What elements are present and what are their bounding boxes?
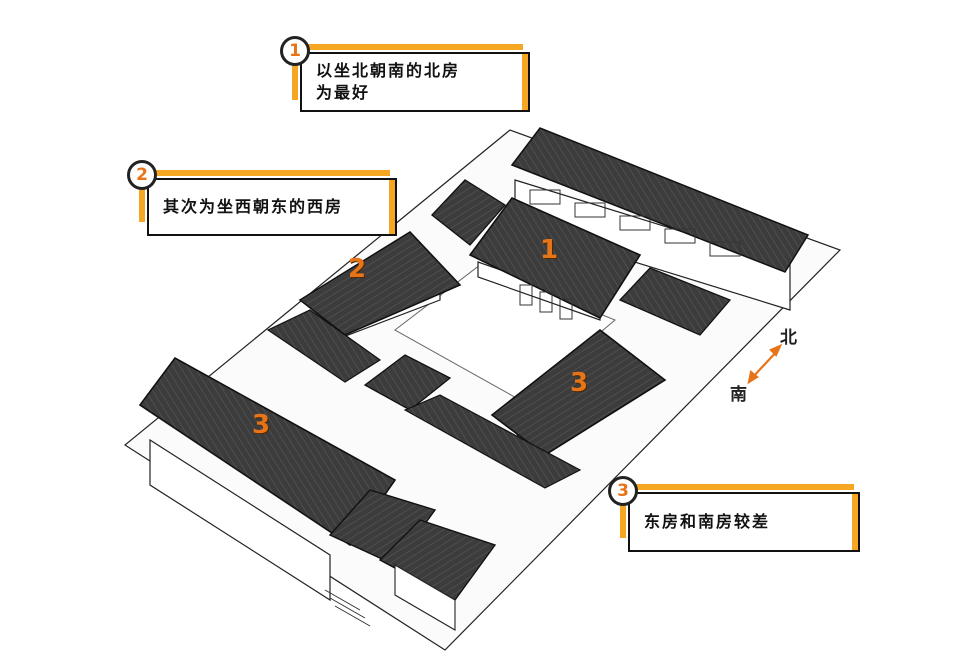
south-house-roof — [138, 356, 397, 547]
front-gate-wall — [394, 564, 456, 631]
callout-north-house: 以坐北朝南的北房 为最好 1 — [278, 36, 530, 112]
rear-row-roof — [510, 127, 810, 273]
northeast-wing-roof — [618, 267, 732, 336]
rear-row-windows — [529, 189, 741, 257]
front-gate-roof-a — [328, 489, 437, 566]
inner-wall-roof — [403, 394, 582, 489]
callout-number-badge: 1 — [280, 36, 310, 66]
callout-number-badge: 2 — [127, 160, 157, 190]
north-house-doors — [519, 284, 573, 320]
roof-label-north: 1 — [540, 235, 559, 265]
compass-north-label: 北 — [780, 328, 797, 348]
front-steps — [324, 589, 371, 627]
compass-arrow-icon — [747, 343, 783, 385]
south-gate-roof — [363, 354, 452, 411]
callout-west-house: 其次为坐西朝东的西房 2 — [125, 160, 397, 238]
west-wing-roof — [266, 309, 382, 383]
compass-south-label: 南 — [730, 385, 747, 405]
callout-north-line-2: 为最好 — [316, 83, 371, 102]
northwest-side-roof — [431, 179, 506, 246]
callout-number-badge: 3 — [608, 476, 638, 506]
south-house-wall — [149, 438, 331, 602]
callout-east-line-1: 东房和南房较差 — [644, 512, 771, 531]
west-house-roof — [298, 230, 462, 336]
north-house-roof — [468, 197, 642, 320]
callout-west-line-1: 其次为坐西朝东的西房 — [163, 197, 344, 216]
roof-label-south: 3 — [252, 410, 271, 440]
roof-label-east: 3 — [570, 368, 589, 398]
roof-label-west: 2 — [348, 254, 367, 284]
callout-north-line-1: 以坐北朝南的北房 — [316, 61, 461, 80]
callout-east-south-house: 东房和南房较差 3 — [606, 476, 862, 552]
